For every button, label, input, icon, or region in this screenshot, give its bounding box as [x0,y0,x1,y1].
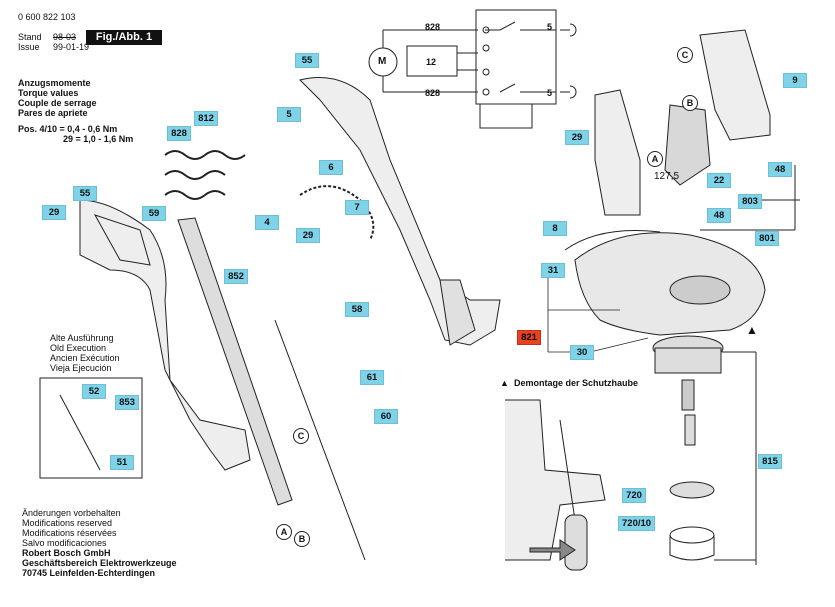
doc-number: 0 600 822 103 [18,12,76,22]
demontage-illustration [505,399,606,571]
stand-value: 98-03 [53,32,77,42]
callout-801: 801 [755,231,779,246]
housing-right [299,77,501,346]
callout-4: 4 [255,215,279,230]
demontage-marker: ▲ [500,378,509,388]
torque-title-es: Pares de apriete [18,108,88,118]
callout-52: 52 [82,384,106,399]
wiring-diagram [368,9,577,129]
callout-8: 8 [543,221,567,236]
callout-55-housing-right: 55 [295,53,319,68]
callout-29-middle: 29 [296,228,320,243]
spool-parts [652,335,757,565]
callout-853: 853 [115,395,139,410]
motor-housing [594,29,800,231]
company-division: Geschäftsbereich Elektrowerkzeuge [22,558,177,568]
torque-pos1: Pos. 4/10 = 0,4 - 0,6 Nm [18,124,118,134]
callout-30: 30 [570,345,594,360]
callout-59: 59 [142,206,166,221]
marker-c-housing: C [677,47,693,63]
company-name: Robert Bosch GmbH [22,548,111,558]
callout-828: 828 [167,126,191,141]
old-exec-fr: Ancien Exécution [50,353,120,363]
cable [164,150,375,241]
issue-value: 99-01-19 [53,42,90,52]
callout-51: 51 [110,455,134,470]
demontage-label: Demontage der Schutzhaube [514,378,639,388]
wiring-828-top: 828 [425,22,441,32]
callout-31: 31 [541,263,565,278]
wiring-828-bottom: 828 [425,88,441,98]
guard [564,230,766,336]
callout-720: 720 [622,488,646,503]
footer-es: Salvo modificaciones [22,538,107,548]
old-execution-box [39,377,143,479]
stand-label: Stand [18,32,42,42]
callout-720-10: 720/10 [618,516,656,531]
callout-852: 852 [224,269,248,284]
callout-821: 821 [517,330,541,345]
callout-7: 7 [345,200,369,215]
wiring-12: 12 [426,57,437,67]
torque-title-fr: Couple de serrage [18,98,97,108]
shaft [177,217,366,561]
callout-58: 58 [345,302,369,317]
callout-60: 60 [374,409,398,424]
torque-title-de: Anzugsmomente [18,78,91,88]
issue-label: Issue [18,42,40,52]
callout-6: 6 [319,160,343,175]
torque-title-en: Torque values [18,88,79,98]
marker-a-motor: A [647,151,663,167]
footer-en: Modifications reserved [22,518,113,528]
footer-fr: Modifications réservées [22,528,117,538]
torque-pos2: 29 = 1,0 - 1,6 Nm [63,134,134,144]
callout-815: 815 [758,454,782,469]
old-exec-en: Old Execution [50,343,107,353]
company-address: 70745 Leinfelden-Echterdingen [22,568,156,578]
motor-symbol: M [378,56,387,67]
housing-left [79,199,251,471]
marker-b-shaft: B [294,531,310,547]
callout-29-right: 29 [565,130,589,145]
callout-9: 9 [783,73,807,88]
old-exec-de: Alte Ausführung [50,333,114,343]
dimension-label: 127,5 [654,171,680,182]
marker-c-shaft: C [293,428,309,444]
callout-22: 22 [707,173,731,188]
callout-29-left: 29 [42,205,66,220]
old-exec-es: Vieja Ejecución [50,363,112,373]
callout-48-lower: 48 [707,208,731,223]
guard-marker: ▲ [746,323,758,337]
callout-55-housing-left: 55 [73,186,97,201]
wiring-5-bottom: 5 [547,88,553,98]
wiring-5-top: 5 [547,22,553,32]
callout-48-upper: 48 [768,162,792,177]
marker-b-motor: B [682,95,698,111]
marker-a-shaft: A [276,524,292,540]
figure-label: Fig./Abb. 1 [86,30,162,45]
callout-5: 5 [277,107,301,122]
callout-61: 61 [360,370,384,385]
callout-803: 803 [738,194,762,209]
callout-812: 812 [194,111,218,126]
footer-de: Änderungen vorbehalten [22,508,121,518]
